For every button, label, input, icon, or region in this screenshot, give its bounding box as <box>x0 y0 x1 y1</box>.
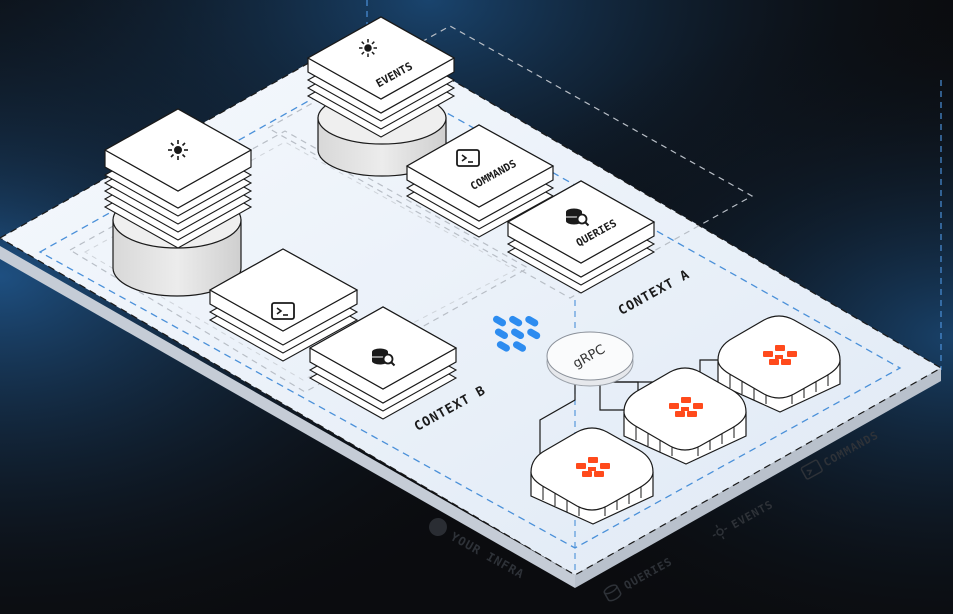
node-right <box>717 315 841 413</box>
node-logo-icon <box>576 457 610 477</box>
context-a-events-stack: EVENTS <box>306 16 456 138</box>
node-logo-icon <box>669 397 703 417</box>
sun-icon <box>168 140 188 160</box>
platform-side-right <box>575 368 941 588</box>
context-a-region <box>266 25 754 299</box>
database-search-icon <box>372 348 396 367</box>
database-search-icon <box>603 584 622 602</box>
database-search-icon <box>566 208 590 227</box>
context-a-queries-stack: QUERIES <box>506 180 656 294</box>
infra-boundary <box>38 67 902 549</box>
app-logo-icon <box>492 315 541 352</box>
context-b-commands-stack <box>208 248 359 362</box>
node-middle <box>623 367 747 465</box>
grpc-node: gRPC <box>546 331 634 387</box>
terminal-icon <box>800 459 823 480</box>
context-b-queries-stack <box>308 306 458 420</box>
terminal-icon <box>456 149 480 167</box>
sun-icon <box>712 524 728 540</box>
node-logo-icon <box>763 345 797 365</box>
platform-side <box>0 246 575 588</box>
sun-icon <box>359 39 377 57</box>
context-a-commands-stack: COMMANDS <box>405 124 555 238</box>
context-b-region <box>68 130 530 393</box>
context-b-events-stack <box>103 108 253 249</box>
terminal-icon <box>271 302 295 320</box>
node-left <box>530 427 654 525</box>
